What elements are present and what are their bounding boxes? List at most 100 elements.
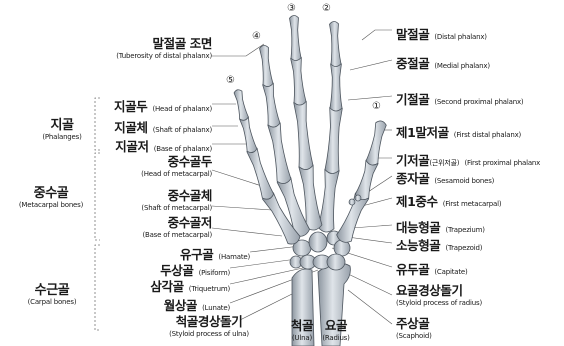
finger-number-1: ① [372,102,381,112]
label-styloid-radius: 요골경상돌기 (Styloid process of radius) [396,285,482,307]
label-tuberosity-ko: 말절골 조면 [116,38,212,51]
label-tuberosity: 말절골 조면 (Tuberosity of distal phalanx) [116,38,212,60]
ring-distal-phalanx-bone [260,45,273,86]
label-head-phalanx: 지골두 (Head of phalanx) [114,98,212,114]
label-scaphoid-ko: 주상골 [396,318,432,331]
label-capitate-ko: 유두골 [396,262,429,277]
label-trapezium: 대능형골 (Trapezium) [396,219,485,235]
label-base-meta-ko: 중수골저 [142,217,212,230]
label-scaphoid: 주상골 (Scaphoid) [396,318,432,340]
group-metacarpals-ko: 중수골 [34,186,69,201]
label-shaft-meta: 중수골체 (Shaft of metacarpal) [141,190,212,212]
label-first-meta-ko: 제1중수 [396,194,438,209]
group-carpals-en: (Carpal bones) [12,299,92,306]
label-capitate: 유두골 (Capitate) [396,261,468,277]
group-phalanges-ko: 지골 [50,118,73,133]
label-shaft-meta-en: (Shaft of metacarpal) [141,205,212,212]
index-proximal-phalanx-bone [325,104,342,173]
label-ulna: 척골 (Ulna) [284,320,320,342]
label-base-meta: 중수골저 (Base of metacarpal) [142,217,212,239]
label-first-meta: 제1중수 (First metacarpal) [396,193,501,209]
label-trapezium-ko: 대능형골 [396,220,440,235]
group-metacarpals: 중수골 (Metacarpal bones) [6,184,96,209]
label-medial-phalanx-ko: 중절골 [396,56,429,71]
label-shaft-phalanx-ko: 지골체 [114,120,147,135]
label-radius: 요골 (Radius) [316,320,356,342]
label-pisiform-en: (Pisiform) [199,269,230,277]
label-head-phalanx-ko: 지골두 [114,99,147,114]
label-styloid-ulna-ko: 척골경상돌기 [146,316,272,329]
label-first-proximal: 기저골(근위저골) (First proximal phalanx [396,152,540,168]
label-radius-ko: 요골 [316,320,356,333]
index-middle-phalanx-bone [330,61,342,111]
label-second-proximal-ko: 기절골 [396,92,429,107]
label-first-proximal-ko-small: (근위저골) [429,159,459,167]
label-medial-phalanx: 중절골 (Medial phalanx) [396,55,490,71]
label-base-phalanx: 지골저 (Base of phalanx) [115,138,212,154]
label-tuberosity-en: (Tuberosity of distal phalanx) [116,53,212,60]
label-sesamoid-en: (Sesamoid bones) [434,177,494,185]
middle-middle-phalanx-bone [291,55,306,105]
label-capitate-en: (Capitate) [434,268,467,276]
label-ulna-en: (Ulna) [284,335,320,342]
label-second-proximal-en: (Second proximal phalanx) [434,98,523,106]
label-sesamoid: 종자골 (Sesamoid bones) [396,170,494,186]
group-phalanges: 지골 (Phalanges) [30,116,94,141]
label-shaft-phalanx-en: (Shaft of phalanx) [153,126,212,134]
little-distal-phalanx-bone [234,90,248,121]
label-styloid-radius-ko: 요골경상돌기 [396,285,482,298]
label-first-meta-en: (First metacarpal) [443,200,502,208]
group-metacarpals-en: (Metacarpal bones) [6,202,96,209]
finger-number-4: ④ [252,32,261,42]
label-second-proximal: 기절골 (Second proximal phalanx) [396,91,523,107]
label-first-distal-ko: 제1말저골 [396,125,449,140]
label-hamate: 유구골 (Hamate) [180,246,250,262]
label-head-phalanx-en: (Head of phalanx) [152,105,212,113]
label-medial-phalanx-en: (Medial phalanx) [434,62,489,70]
label-distal-phalanx-ko: 말절골 [396,27,429,42]
group-brackets [95,98,100,330]
finger-number-5: ⑤ [226,76,235,86]
label-base-phalanx-ko: 지골저 [115,139,148,154]
label-pisiform: 두상골 (Pisiform) [160,262,230,278]
capitate-bone [309,232,327,252]
finger-and-metacarpal-bones [234,15,386,244]
label-head-meta-ko: 중수골두 [141,156,212,169]
group-carpals: 수근골 (Carpal bones) [12,281,92,306]
scaphoid-bone [327,254,345,270]
label-trapezoid: 소능형골 (Trapezoid) [396,237,482,253]
label-first-distal-en: (First distal phalanx) [454,131,521,139]
label-styloid-ulna: 척골경상돌기 (Styloid process of ulna) [146,316,272,338]
label-shaft-meta-ko: 중수골체 [141,190,212,203]
label-lunate-en: (Lunate) [202,304,230,312]
label-base-meta-en: (Base of metacarpal) [142,232,212,239]
thumb-distal-phalanx-bone [366,121,386,165]
label-trapezoid-ko: 소능형골 [396,238,440,253]
label-base-phalanx-en: (Base of phalanx) [154,145,212,153]
label-first-proximal-en: (First proximal phalanx [464,159,540,167]
finger-number-3: ③ [287,4,296,14]
index-distal-phalanx-bone [330,21,341,66]
label-trapezoid-en: (Trapezoid) [446,244,483,252]
label-styloid-radius-en: (Styloid process of radius) [396,300,482,307]
little-proximal-phalanx-bone [247,147,274,199]
label-triquetrum-ko: 삼각골 [150,279,183,294]
label-first-proximal-ko: 기저골 [396,153,429,168]
group-phalanges-en: (Phalanges) [30,134,94,141]
label-head-meta: 중수골두 (Head of metacarpal) [141,156,212,178]
finger-number-2: ② [322,4,331,14]
label-hamate-en: (Hamate) [218,253,250,261]
label-ulna-ko: 척골 [284,320,320,333]
label-scaphoid-en: (Scaphoid) [396,333,432,340]
label-sesamoid-ko: 종자골 [396,171,429,186]
carpals-bracket [95,245,100,330]
label-shaft-phalanx: 지골체 (Shaft of phalanx) [114,119,212,135]
label-distal-phalanx: 말절골 (Distal phalanx) [396,26,487,42]
label-trapezium-en: (Trapezium) [446,226,485,234]
label-triquetrum-en: (Triquetrum) [189,285,230,293]
middle-proximal-phalanx-bone [294,98,313,169]
ring-middle-phalanx-bone [263,81,280,127]
label-styloid-ulna-en: (Styloid process of ulna) [146,331,272,338]
phalanges-bracket [95,98,100,150]
